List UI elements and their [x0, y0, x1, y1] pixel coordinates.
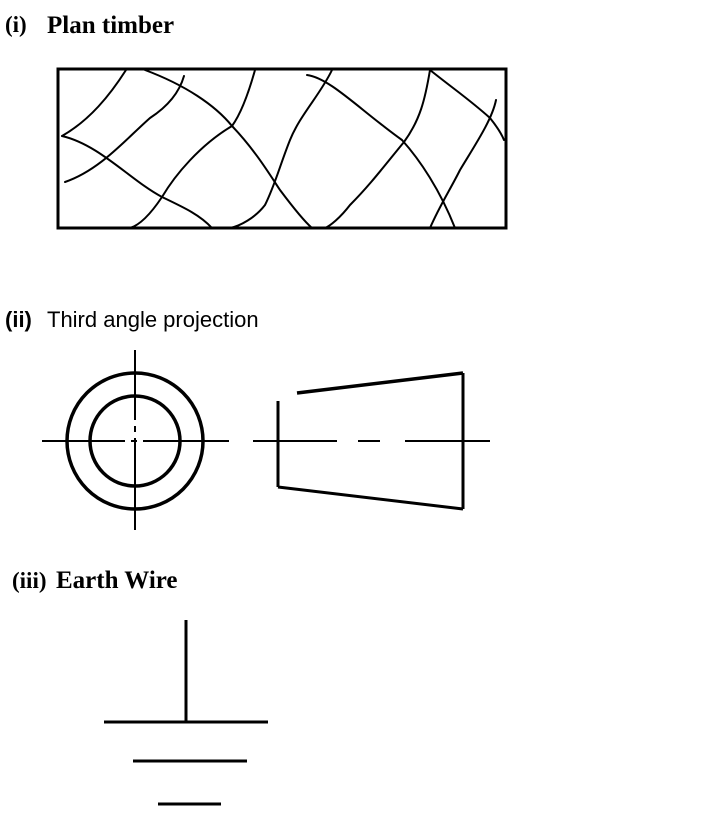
grain-line	[64, 75, 185, 183]
timber-outline	[56, 67, 508, 230]
section-3-title: Earth Wire	[56, 567, 178, 594]
section-2-title: Third angle projection	[47, 307, 259, 332]
grain-line	[129, 69, 256, 229]
grain-line	[324, 69, 431, 229]
third-angle-projection-symbol	[42, 350, 490, 530]
grain-line	[144, 69, 313, 229]
grain-line	[306, 74, 456, 229]
grain-line	[61, 69, 127, 137]
section-1-number: (i)	[5, 12, 27, 37]
section-2-number: (ii)	[5, 307, 32, 332]
earth-wire-symbol	[104, 620, 268, 806]
cone-bottom-edge	[277, 485, 464, 511]
section-1-title: Plan timber	[47, 12, 175, 39]
cone-top-edge	[296, 371, 464, 395]
section-3-number: (iii)	[12, 568, 47, 593]
grain-line	[429, 99, 497, 229]
grain-line	[61, 135, 213, 229]
grain-line	[429, 69, 505, 141]
plan-timber-symbol	[56, 67, 508, 230]
grain-line	[229, 69, 333, 229]
